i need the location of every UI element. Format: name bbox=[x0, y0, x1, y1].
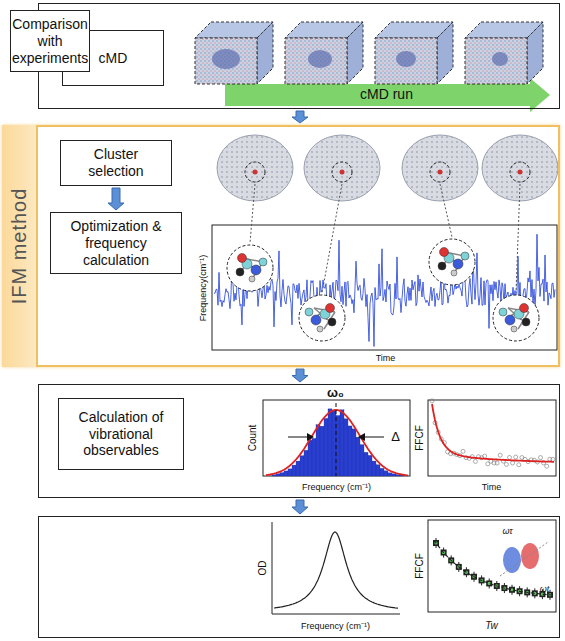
axis-label: Time bbox=[482, 483, 502, 493]
stage-panel: ω₀ Δ CountFrequency (cm⁻¹) FFCF Time Calculat… bbox=[38, 384, 560, 498]
axis-label: FFCF bbox=[413, 553, 424, 579]
width-arrow bbox=[288, 437, 310, 438]
axis-label: ω₀ bbox=[327, 385, 344, 399]
box-label: Optimization & frequency calculation bbox=[57, 218, 175, 268]
axis-label: ωt bbox=[540, 585, 550, 595]
axis-label: Tw bbox=[485, 619, 498, 630]
band-title: IFM method bbox=[8, 188, 30, 305]
axis-label: Frequency(cm⁻¹) bbox=[199, 254, 209, 321]
axis-label: cMD run bbox=[360, 87, 413, 102]
flow-arrow bbox=[292, 500, 308, 514]
molecules bbox=[227, 239, 539, 341]
spectrum bbox=[274, 532, 398, 608]
clusters bbox=[217, 135, 558, 201]
axis-label: Time bbox=[376, 354, 396, 364]
box-label: cMD bbox=[99, 50, 128, 67]
axis-label: Δ bbox=[391, 429, 400, 443]
process-box: Cluster selection bbox=[60, 140, 172, 186]
histogram bbox=[266, 409, 408, 476]
box-label: Comparison with experiments bbox=[12, 16, 88, 66]
method-panel: Frequency(cm⁻¹) Time IFM method Cluster sel… bbox=[2, 125, 560, 367]
plot-frame bbox=[428, 400, 556, 476]
process-box: Optimization & frequency calculation bbox=[50, 212, 182, 274]
stage-panel: cMD run cMD bbox=[38, 3, 560, 109]
2d-ir-negative bbox=[503, 547, 521, 573]
ffcf-plot bbox=[433, 538, 554, 600]
frequency-trace bbox=[214, 234, 555, 346]
axis-label: FFCF bbox=[413, 425, 424, 451]
axis-label: Count bbox=[246, 424, 257, 451]
axis-label: OD bbox=[256, 560, 267, 575]
flow-arrow bbox=[292, 111, 308, 123]
ffcf-plot bbox=[430, 399, 555, 468]
box-label: Calculation of vibrational observables bbox=[65, 409, 177, 459]
flow-arrow bbox=[108, 188, 124, 210]
axes bbox=[272, 522, 400, 614]
axis-label: Frequency (cm⁻¹) bbox=[302, 483, 371, 493]
center-line bbox=[336, 403, 337, 476]
axis-label: ωτ bbox=[502, 527, 512, 537]
flow-arrow bbox=[292, 369, 308, 382]
plot-frame bbox=[428, 520, 556, 612]
box-label: Cluster selection bbox=[67, 146, 165, 180]
2d-ir-positive bbox=[521, 543, 539, 569]
leader-lines bbox=[250, 184, 520, 293]
md-boxes bbox=[195, 22, 543, 84]
process-box: Calculation of vibrational observables bbox=[58, 398, 184, 470]
axis-label: Frequency (cm⁻¹) bbox=[301, 622, 370, 632]
plot-frame bbox=[212, 225, 557, 350]
box: Comparison with experiments bbox=[10, 10, 90, 72]
method-band: IFM method bbox=[2, 125, 38, 367]
width-arrow bbox=[362, 437, 384, 438]
plot-frame bbox=[263, 400, 410, 476]
stage-panel: ODFrequency (cm⁻¹)FFCFTwωτωtComparison w… bbox=[38, 516, 560, 638]
